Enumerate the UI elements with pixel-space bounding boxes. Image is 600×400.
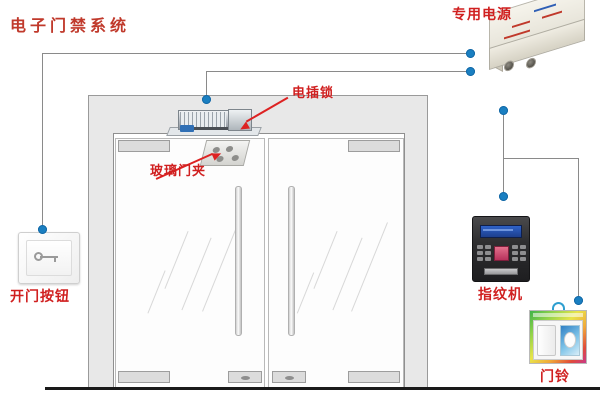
glass-door-clamp [199,140,251,166]
doorbell-package-hook-icon [552,302,565,315]
wire-to-doorbell-vertical [578,158,579,300]
power-supply-socket-2 [526,56,536,70]
floor-line [45,387,600,390]
door-clamp-bottom-right [348,371,400,383]
door-clamp-bottom-left [118,371,170,383]
connection-node-power-1 [466,49,475,58]
wire-power-to-lock-horizontal [206,71,470,72]
wire-to-fingerprint-vertical [503,158,504,196]
wire-power-to-devices-trunk [503,110,504,158]
exit-button-rocker[interactable] [26,240,72,276]
wire-power-to-exit-vertical [42,53,43,229]
power-supply-socket-1 [504,59,514,73]
label-exit-button: 开门按钮 [10,289,70,305]
fingerprint-machine-lcd-text [483,229,513,231]
label-doorbell: 门铃 [540,369,570,385]
doorbell-package-header-strip [533,313,583,317]
door-clamp-top-right [348,140,400,152]
page-title: 电子门禁系统 [10,16,131,35]
label-fingerprint-machine: 指纹机 [478,287,523,303]
door-clamp-bottom-right-inner [272,371,306,383]
fingerprint-machine-lcd-screen [480,225,522,238]
connection-node-exit-button [38,225,47,234]
door-clamp-bottom-left-inner [228,371,262,383]
electric-bolt-lock-head [228,109,252,131]
doorbell-package-badge [564,332,576,348]
connection-node-doorbell [574,296,583,305]
door-handle-left[interactable] [235,186,242,336]
fingerprint-machine-keypad-left[interactable] [477,245,491,266]
door-clamp-top-left [118,140,170,152]
key-icon-shaft [40,256,58,258]
connection-node-power-3 [499,106,508,115]
wire-power-to-lock-vertical [206,71,207,99]
wire-branch-horizontal [503,158,578,159]
connection-node-fingerprint-machine [499,192,508,201]
label-power-supply: 专用电源 [452,7,512,23]
key-icon-tooth [54,258,56,262]
connection-node-electric-bolt-lock [202,95,211,104]
fingerprint-machine-card-slot [484,268,518,275]
electric-bolt-lock-indicator [180,125,194,132]
fingerprint-sensor[interactable] [494,246,509,261]
door-handle-right[interactable] [288,186,295,336]
electric-bolt-lock-bolt [194,127,228,130]
doorbell-unit [537,325,556,356]
wire-power-to-exit-horizontal [42,53,470,54]
fingerprint-machine-keypad-right[interactable] [512,245,526,266]
label-glass-door-clamp: 玻璃门夹 [150,164,207,179]
electric-bolt-lock-ribs [180,112,226,128]
label-electric-bolt-lock: 电插锁 [292,86,335,101]
connection-node-power-2 [466,67,475,76]
